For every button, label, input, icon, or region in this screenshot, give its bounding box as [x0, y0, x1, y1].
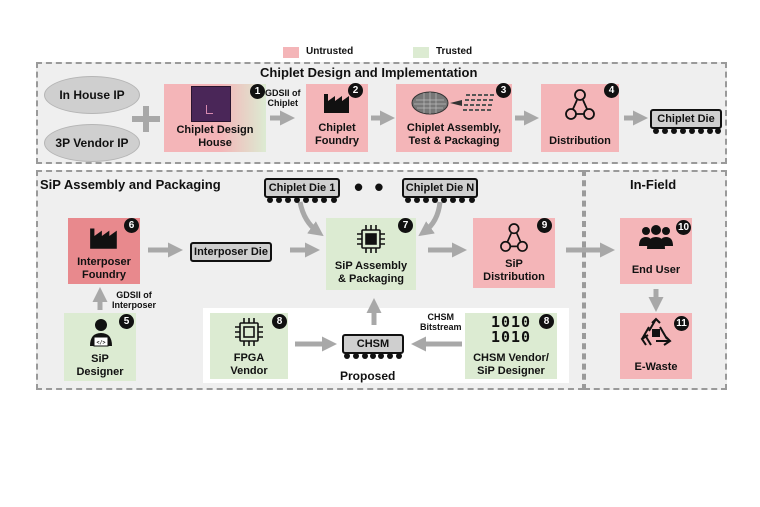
- chip-layout-image: [191, 86, 231, 122]
- badge-2: 2: [348, 83, 363, 98]
- wafer-icon: [411, 91, 494, 115]
- factory-icon: [90, 228, 117, 249]
- chiplet-die-1: Chiplet Die 1: [264, 178, 340, 198]
- designer-icon: </>: [90, 319, 112, 347]
- chip-icon: [235, 318, 263, 346]
- arrow-die1-7: [297, 201, 324, 237]
- node-7-line1: SiP Assembly: [334, 260, 408, 272]
- node-sip-designer: </> SiP Designer: [64, 313, 136, 381]
- badge-4: 4: [604, 83, 619, 98]
- node-2-line2: Foundry: [315, 135, 359, 147]
- node-4-line1: Distribution: [549, 135, 611, 147]
- proposed-label: Proposed: [340, 369, 396, 383]
- chiplet-die: Chiplet Die: [650, 109, 722, 129]
- node-1-line1: Chiplet Design: [176, 124, 254, 136]
- chsm-bumps: [344, 353, 402, 359]
- badge-8-fpga: 8: [272, 314, 287, 329]
- node-5-line1: SiP: [91, 353, 109, 365]
- node-3-line1: Chiplet Assembly,: [406, 122, 502, 134]
- label-gdsii-chiplet: GDSII of Chiplet: [265, 88, 301, 108]
- node-8a-line1: FPGA: [233, 352, 265, 364]
- section-sip-assembly-title: SiP Assembly and Packaging: [40, 177, 221, 192]
- badge-10: 10: [676, 220, 691, 235]
- node-8b-line2: SiP Designer: [477, 365, 545, 377]
- network-icon: [565, 89, 595, 120]
- node-11-line1: E-Waste: [634, 361, 678, 373]
- node-6-line2: Foundry: [82, 269, 126, 281]
- vendor-ip: 3P Vendor IP: [44, 124, 140, 162]
- chiplet-die-n-bumps: [405, 197, 475, 203]
- node-3-line2: Test & Packaging: [408, 135, 500, 147]
- badge-1: 1: [250, 84, 265, 99]
- node-9-line2: Distribution: [483, 271, 545, 283]
- node-5-line2: Designer: [76, 366, 124, 378]
- arrow-dieN-7: [418, 201, 443, 237]
- chiplet-die-1-bumps: [267, 197, 337, 203]
- legend-untrusted-swatch: [283, 47, 299, 58]
- chiplet-die-bumps: [653, 128, 721, 134]
- node-2-line1: Chiplet: [318, 122, 356, 134]
- badge-9: 9: [537, 218, 552, 233]
- badge-6: 6: [124, 218, 139, 233]
- dies-ellipsis: • •: [354, 172, 386, 202]
- badge-11: 11: [674, 316, 689, 331]
- section-chiplet-design-title: Chiplet Design and Implementation: [260, 65, 478, 80]
- chiplet-die-n: Chiplet Die N: [402, 178, 478, 198]
- in-house-ip: In House IP: [44, 76, 140, 114]
- node-10-line1: End User: [631, 264, 681, 276]
- badge-8-chsm: 8: [539, 314, 554, 329]
- node-chiplet-assembly: Chiplet Assembly, Test & Packaging: [396, 84, 512, 152]
- node-1-line2: House: [198, 137, 232, 149]
- node-6-line1: Interposer: [77, 256, 131, 268]
- chsm-die: CHSM: [342, 334, 404, 354]
- legend: Untrusted Trusted: [0, 0, 760, 58]
- people-icon: [639, 225, 673, 249]
- label-chsm-bitstream: CHSM Bitstream: [420, 312, 462, 332]
- svg-text:</>: </>: [96, 340, 105, 346]
- node-7-line2: & Packaging: [337, 273, 405, 285]
- badge-7: 7: [398, 218, 413, 233]
- factory-icon: [324, 94, 349, 113]
- label-gdsii-interposer: GDSII of Interposer: [112, 290, 157, 310]
- badge-3: 3: [496, 83, 511, 98]
- legend-trusted-swatch: [413, 47, 429, 58]
- node-chiplet-design-house: Chiplet Design House: [164, 84, 266, 152]
- legend-untrusted-label: Untrusted: [306, 46, 354, 57]
- network-icon: [500, 223, 528, 252]
- recycle-icon: [640, 317, 672, 346]
- section-in-field-title: In-Field: [630, 177, 677, 192]
- chip-icon: [357, 225, 385, 253]
- node-9-line1: SiP: [505, 258, 523, 270]
- badge-5: 5: [119, 314, 134, 329]
- node-8a-line2: Vendor: [230, 365, 268, 377]
- binary-icon: 1010 1010: [490, 313, 532, 346]
- legend-trusted-label: Trusted: [436, 46, 473, 57]
- node-8b-line1: CHSM Vendor/: [473, 352, 549, 364]
- interposer-die: Interposer Die: [190, 242, 272, 262]
